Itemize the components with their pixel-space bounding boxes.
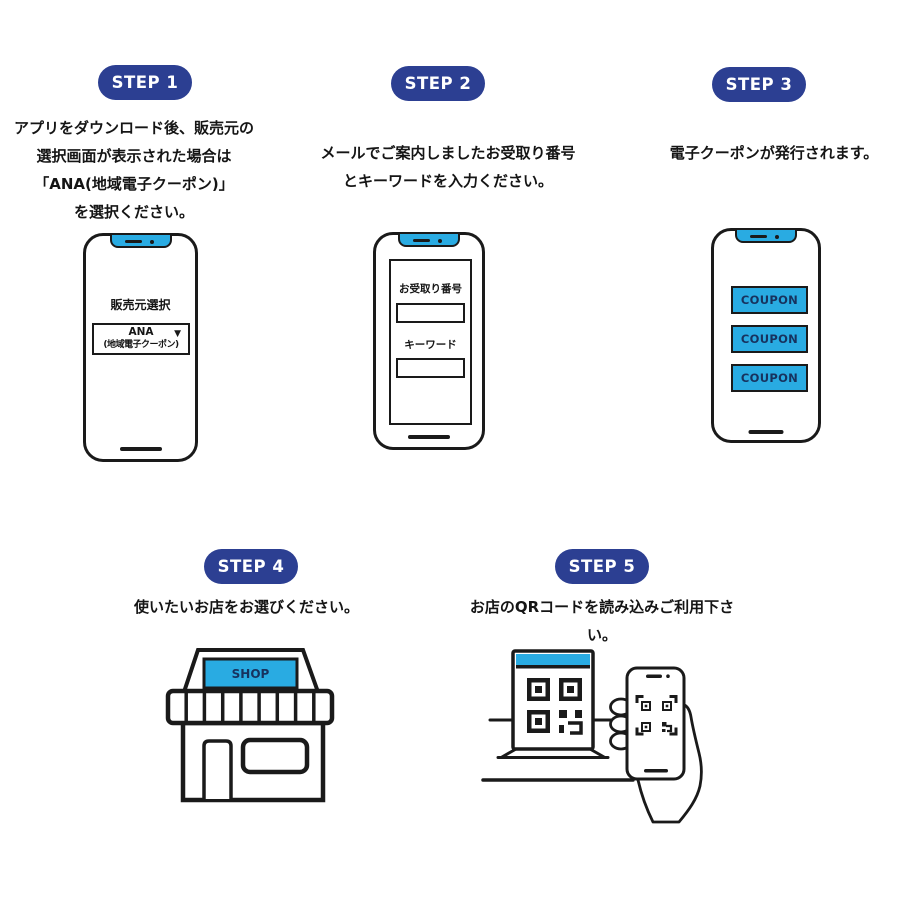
camera-icon: [775, 234, 779, 239]
shop-window: [240, 737, 310, 775]
camera-icon: [149, 239, 154, 244]
coupon-button[interactable]: COUPON: [731, 364, 808, 392]
step-3-badge: STEP 3: [712, 67, 806, 102]
home-indicator: [408, 435, 450, 439]
phone-2-illustration: お受取り番号 キーワード: [373, 232, 485, 450]
awning-stripes: [184, 693, 316, 721]
sign-header-bar: [516, 654, 590, 665]
vendor-select-title: 販売元選択: [110, 298, 171, 312]
keyword-input[interactable]: [396, 358, 465, 378]
receipt-number-input[interactable]: [396, 303, 465, 323]
description-line: とキーワードを入力ください。: [342, 172, 553, 190]
phone-3-illustration: COUPON COUPON COUPON: [711, 228, 821, 443]
vendor-select-dropdown[interactable]: ANA ▼ (地域電子クーポン): [92, 323, 190, 355]
home-indicator: [119, 447, 162, 451]
home-indicator: [748, 430, 784, 434]
speaker-icon: [124, 239, 142, 243]
phone-1-illustration: 販売元選択 ANA ▼ (地域電子クーポン): [83, 233, 198, 462]
step-2-description: メールでご案内しましたお受取り番号 とキーワードを入力ください。: [317, 139, 579, 195]
coupon-button[interactable]: COUPON: [731, 325, 808, 353]
coupon-button[interactable]: COUPON: [731, 286, 808, 314]
phone-notch: [735, 228, 797, 243]
phone-notch: [398, 232, 460, 247]
receipt-number-label: お受取り番号: [399, 283, 462, 295]
shop-door: [202, 739, 233, 799]
description-line: を選択ください。: [73, 203, 194, 221]
dropdown-value-text: ANA: [128, 326, 154, 338]
step-4-description: 使いたいお店をお選びください。: [124, 593, 369, 621]
phone-notch: [109, 233, 172, 248]
description-line: 「ANA(地域電子クーポン)」: [34, 175, 234, 193]
shop-icon: SHOP: [165, 648, 335, 803]
entry-form-panel: お受取り番号 キーワード: [389, 259, 472, 425]
phone-in-hand: [625, 666, 686, 781]
description-line: 使いたいお店をお選びください。: [133, 598, 359, 616]
description-line: お店のQRコードを読み込みご利用下さい。: [469, 598, 735, 644]
shop-sign: [202, 657, 299, 690]
camera-icon: [438, 238, 442, 243]
step-1-badge: STEP 1: [98, 65, 192, 100]
qr-scan-illustration: [481, 649, 703, 824]
step-2-badge: STEP 2: [391, 66, 485, 101]
step-3-description: 電子クーポンが発行されます。: [658, 139, 890, 167]
scan-frame-icon: [635, 695, 678, 736]
shop-sign-label: SHOP: [232, 667, 270, 681]
dropdown-arrow-icon: ▼: [174, 329, 181, 339]
awning: [165, 688, 335, 726]
step-5-description: お店のQRコードを読み込みご利用下さい。: [458, 593, 746, 649]
step-4-badge: STEP 4: [204, 549, 298, 584]
speaker-icon: [750, 234, 767, 238]
speaker-icon: [413, 238, 430, 242]
description-line: 電子クーポンが発行されます。: [669, 144, 879, 162]
sign-frame: [182, 648, 320, 693]
dropdown-value: ANA ▼: [94, 325, 188, 339]
description-line: メールでご案内しましたお受取り番号: [320, 144, 576, 162]
qr-sign: [511, 649, 595, 751]
step-5-badge: STEP 5: [555, 549, 649, 584]
speaker-icon: [646, 674, 662, 678]
camera-icon: [666, 674, 670, 678]
keyword-label: キーワード: [404, 339, 457, 351]
phone-qr-code-icon: [641, 701, 673, 733]
dropdown-value-subtext: (地域電子クーポン): [103, 340, 179, 350]
description-line: アプリをダウンロード後、販売元の: [13, 119, 254, 137]
description-line: 選択画面が表示された場合は: [36, 147, 232, 165]
step-1-description: アプリをダウンロード後、販売元の 選択画面が表示された場合は 「ANA(地域電子…: [3, 114, 265, 226]
qr-code-icon: [527, 678, 583, 735]
home-indicator: [644, 769, 668, 773]
